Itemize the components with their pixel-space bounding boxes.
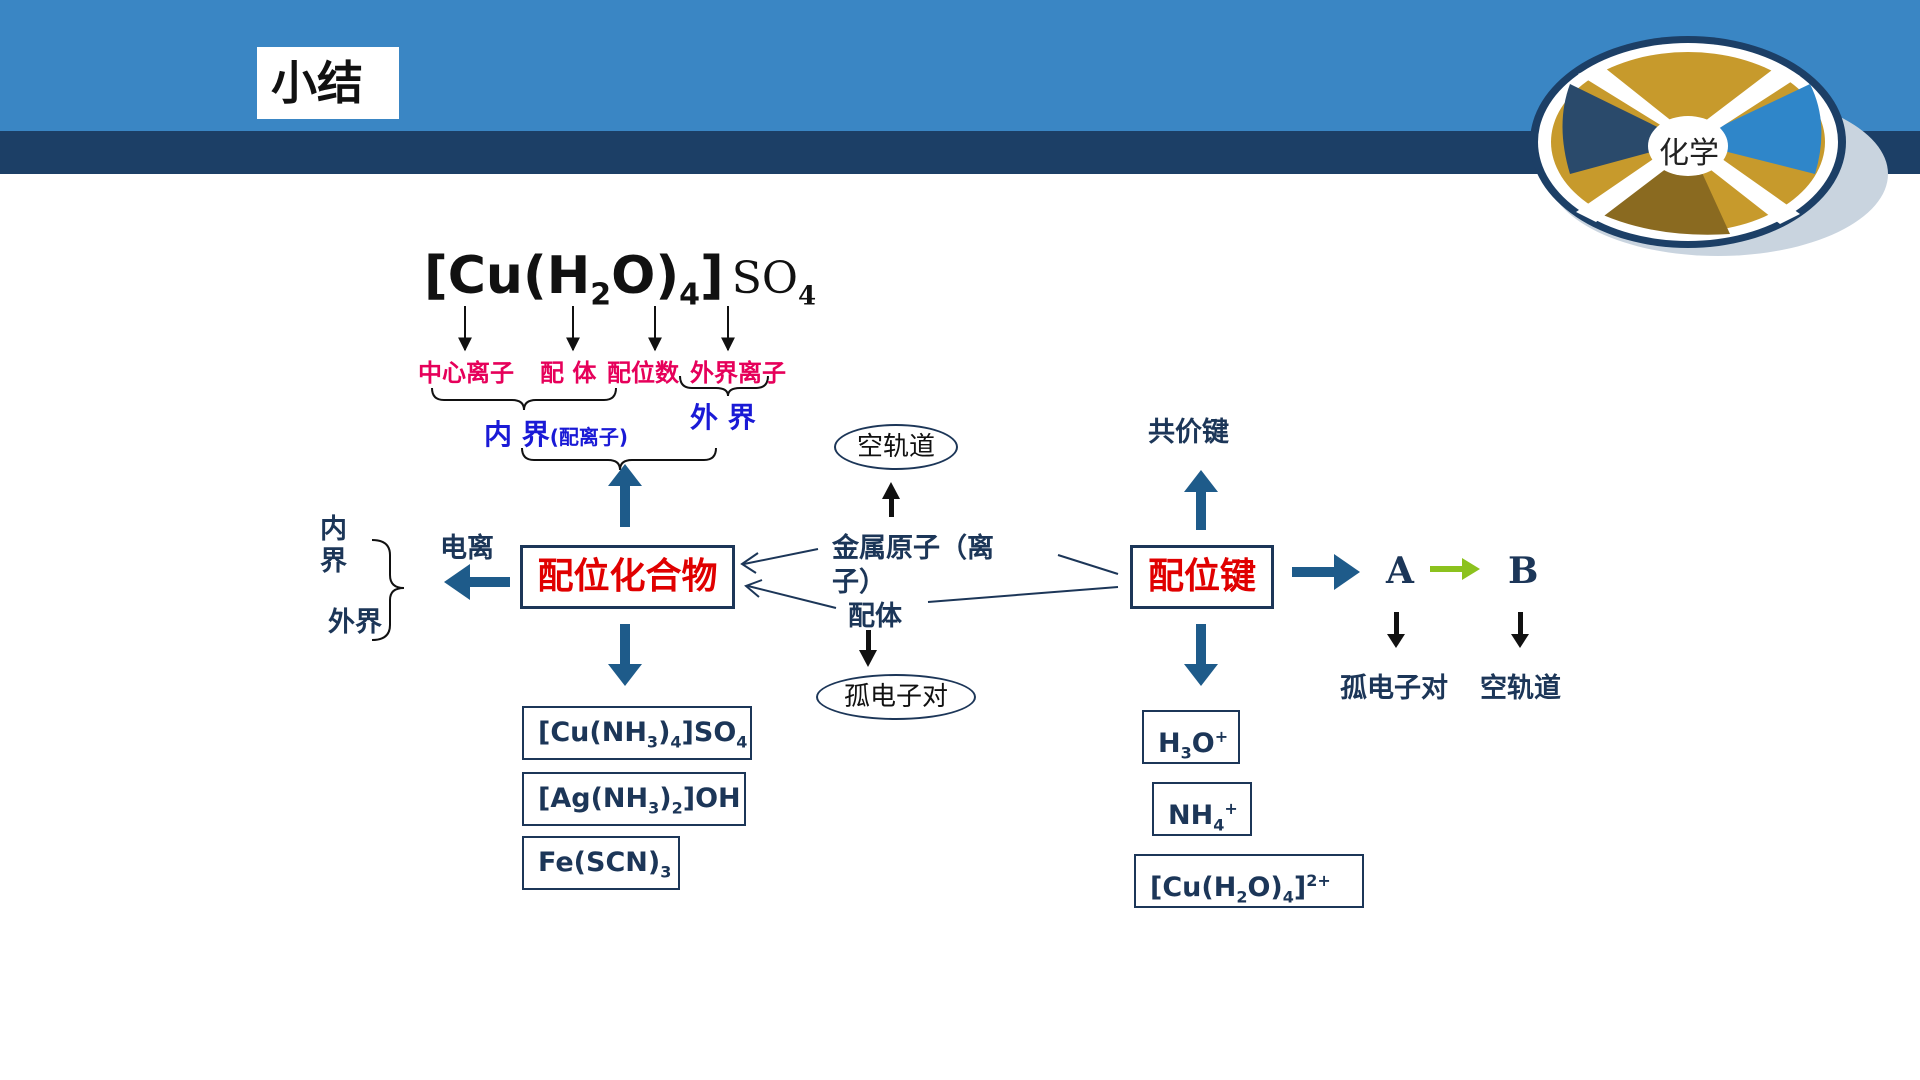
- formula-sub-2: 2: [590, 277, 612, 313]
- ex1-b: ): [658, 717, 671, 748]
- nh4-s: 4: [1213, 815, 1225, 835]
- label-central-ion: 中心离子: [418, 359, 514, 387]
- label-outer-sphere: 外 界: [690, 401, 756, 434]
- cuh2o-s1: 2: [1236, 887, 1248, 907]
- ex3-a: Fe(SCN): [538, 847, 661, 878]
- ex1-s2: 4: [670, 732, 682, 752]
- formula-bracket: ]: [699, 246, 724, 306]
- label-inner-text: 内 界: [484, 418, 550, 451]
- cuh2o-s2: 4: [1282, 887, 1294, 907]
- ex2-s1: 3: [648, 798, 660, 818]
- ligand-label: 配体: [848, 601, 902, 632]
- lone-pair-ellipse: 孤电子对: [816, 674, 976, 720]
- example-ag-nh3: [Ag(NH3)2]OH: [522, 772, 746, 826]
- atom-b: B: [1508, 550, 1539, 592]
- example-cu-h2o: [Cu(H2O)4]2+: [1134, 854, 1364, 908]
- ex1-s1: 3: [646, 732, 659, 752]
- left-outer-label: 外界: [328, 607, 382, 638]
- nh4-sup: +: [1224, 799, 1238, 818]
- formula-sub-anion: 4: [797, 281, 817, 312]
- example-fe-scn: Fe(SCN)3: [522, 836, 680, 890]
- metal-atom-label: 金属原子（离子）: [832, 533, 994, 598]
- cuh2o-a: [Cu(H: [1150, 872, 1237, 903]
- complex-formula: [Cu(H2O)4]SO4: [424, 246, 816, 312]
- formula-cation: [Cu(H: [424, 246, 591, 306]
- covalent-bond-label: 共价键: [1148, 417, 1229, 448]
- ex2-a: [Ag(NH: [538, 783, 649, 814]
- nh4-a: NH: [1168, 800, 1214, 831]
- ex2-s2: 2: [671, 798, 683, 818]
- h3o-s: 3: [1180, 743, 1192, 763]
- cuh2o-c: ]: [1293, 872, 1307, 903]
- label-complex-ion: (配离子): [549, 425, 629, 449]
- coordination-compound-box: 配位化合物: [520, 545, 735, 609]
- example-nh4: NH4+: [1152, 782, 1252, 836]
- logo-label: 化学: [1659, 136, 1719, 171]
- slide-title: 小结: [257, 47, 399, 119]
- right-lone-pair-label: 孤电子对: [1340, 673, 1448, 704]
- ex1-a: [Cu(NH: [538, 717, 647, 748]
- label-inner-sphere: 内 界(配离子): [484, 413, 628, 453]
- left-inner-label: 内界: [320, 514, 347, 577]
- cuh2o-sup: 2+: [1306, 871, 1331, 890]
- h3o-b: O: [1191, 728, 1215, 759]
- label-ligand: 配 体: [540, 359, 597, 387]
- coordinate-bond-box: 配位键: [1130, 545, 1274, 609]
- h3o-a: H: [1158, 728, 1181, 759]
- formula-anion: SO: [731, 253, 798, 304]
- chemistry-logo: [1530, 36, 1888, 256]
- ex3-s1: 3: [660, 862, 672, 882]
- h3o-sup: +: [1214, 727, 1229, 746]
- ex2-b: ): [659, 783, 672, 814]
- label-outer-ion: 外界离子: [690, 359, 786, 387]
- cuh2o-b: O): [1247, 872, 1283, 903]
- formula-sub-4: 4: [679, 277, 700, 313]
- atom-a: A: [1386, 550, 1414, 592]
- example-h3o: H3O+: [1142, 710, 1240, 764]
- ionize-label: 电离: [440, 533, 494, 564]
- empty-orbital-ellipse: 空轨道: [834, 424, 958, 470]
- ex1-c: ]SO: [681, 717, 737, 748]
- label-coordination-number: 配位数: [607, 359, 679, 387]
- right-empty-orbital-label: 空轨道: [1480, 673, 1561, 704]
- formula-o: O): [611, 246, 680, 306]
- example-cu-nh3: [Cu(NH3)4]SO4: [522, 706, 752, 760]
- ex1-s3: 4: [736, 732, 748, 752]
- ex2-c: ]OH: [682, 783, 741, 814]
